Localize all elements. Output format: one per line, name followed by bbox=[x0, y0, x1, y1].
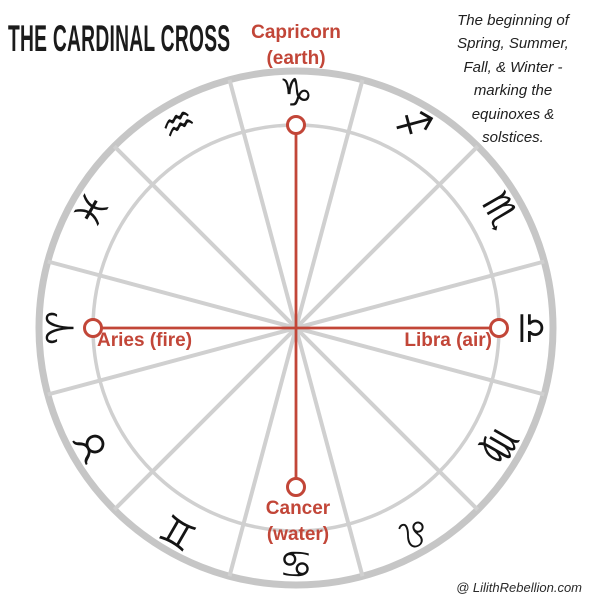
zodiac-glyph-scorpio: ♏ bbox=[473, 184, 528, 236]
wheel-spokes bbox=[47, 79, 545, 577]
description-line: solstices. bbox=[482, 129, 544, 147]
watermark: @ LilithRebellion.com bbox=[456, 580, 582, 595]
aries-label: Aries (fire) bbox=[97, 330, 193, 351]
zodiac-glyph-sagittarius: ♐ bbox=[388, 96, 440, 151]
description-line: marking the bbox=[473, 82, 553, 100]
zodiac-glyph-taurus: ♉ bbox=[64, 420, 119, 472]
capricorn-label: Capricorn (earth) bbox=[196, 20, 396, 72]
zodiac-glyph-aries: ♈ bbox=[38, 311, 82, 345]
cross-endpoint-libra bbox=[489, 318, 509, 338]
description-line: Spring, Summer, bbox=[457, 35, 569, 53]
wheel-outer-circle bbox=[35, 67, 557, 589]
cross-endpoint-aries bbox=[83, 318, 103, 338]
libra-label: Libra (air) bbox=[404, 330, 492, 351]
description-text: The beginning of Spring, Summer, Fall, &… bbox=[433, 9, 593, 149]
zodiac-glyph-capricorn: ♑ bbox=[279, 70, 313, 114]
description-line: equinoxes & bbox=[471, 105, 555, 123]
cross-endpoint-capricorn bbox=[286, 115, 306, 135]
cross-endpoint-cancer bbox=[286, 477, 306, 497]
cardinal-cross bbox=[83, 115, 509, 497]
capricorn-label-element: (earth) bbox=[266, 48, 326, 69]
page-title: THE CARDINAL CROSS bbox=[8, 18, 231, 59]
zodiac-glyph-cancer: ♋ bbox=[279, 542, 313, 586]
description-line: The beginning of bbox=[457, 12, 569, 29]
cancer-label: Cancer (water) bbox=[198, 496, 398, 548]
cancer-label-sign: Cancer bbox=[265, 498, 331, 519]
zodiac-glyph-gemini: ♊ bbox=[152, 505, 204, 560]
zodiac-glyph-pisces: ♓ bbox=[64, 184, 119, 236]
capricorn-label-sign: Capricorn bbox=[251, 22, 341, 43]
zodiac-glyph-aquarius: ♒ bbox=[152, 96, 204, 151]
zodiac-glyph-virgo: ♍ bbox=[473, 420, 528, 472]
description-line: Fall, & Winter - bbox=[463, 58, 563, 76]
zodiac-glyph-libra: ♎ bbox=[510, 311, 554, 345]
cancer-label-element: (water) bbox=[266, 524, 330, 545]
